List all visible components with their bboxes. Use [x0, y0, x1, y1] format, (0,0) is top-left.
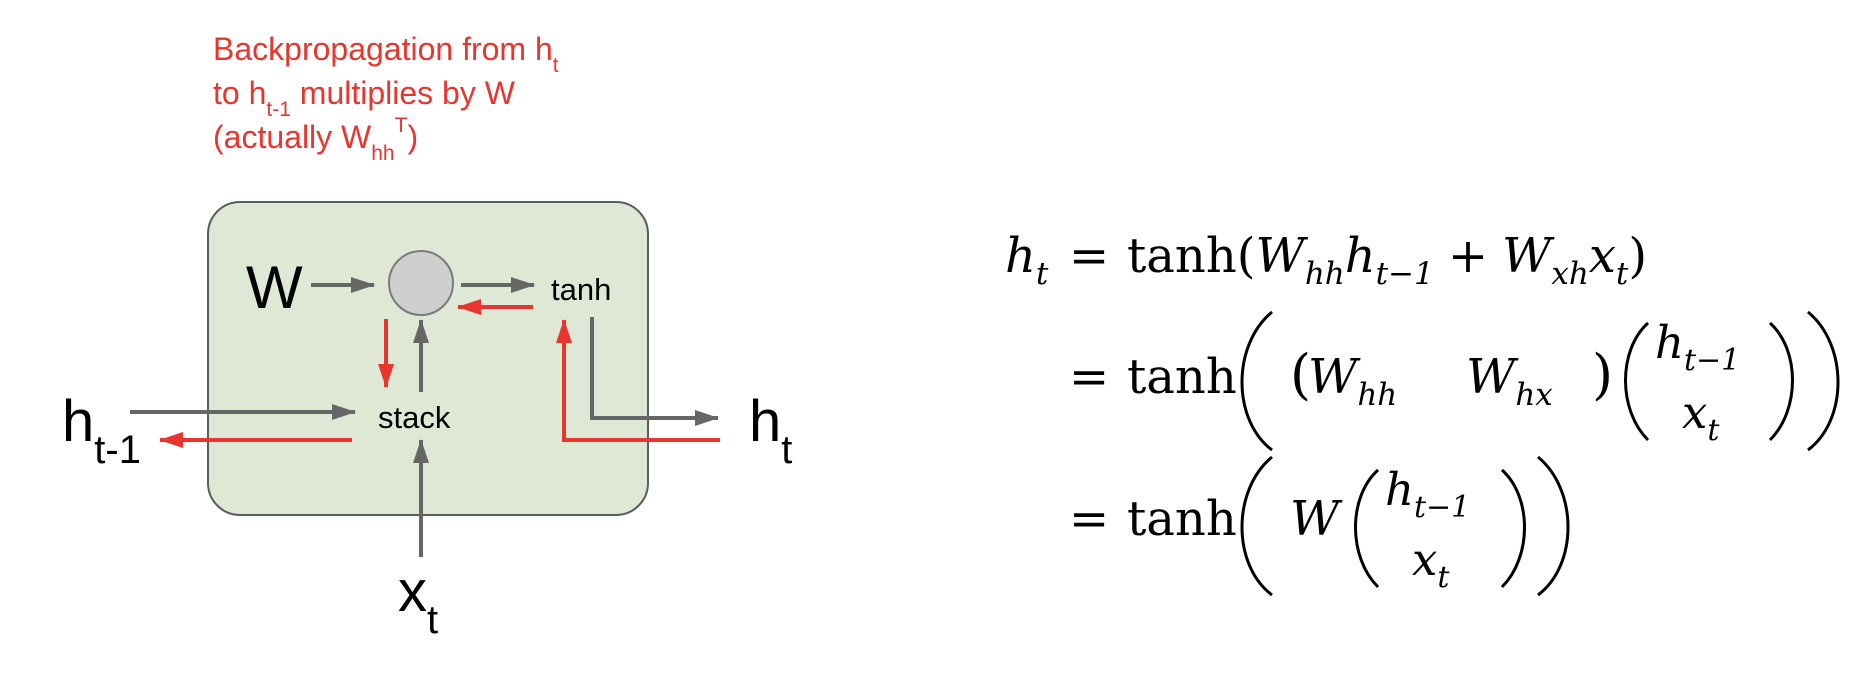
eq2-big-paren-left — [1240, 310, 1273, 452]
eq3-w: W — [1290, 491, 1343, 547]
eq1-rhs: tanh(Whhht−1+Wxhxt) — [1127, 228, 1647, 292]
eq3-vector-paren-left — [1354, 468, 1380, 589]
arrow-tanh-to-ht — [590, 317, 719, 426]
annotation-line-2: to ht-1 multiplies by W — [213, 75, 516, 121]
eq2-vector-bottom: xt — [1682, 386, 1720, 448]
equation-line-1: ht = tanh(Whhht−1+Wxhxt) — [1005, 228, 1647, 292]
eq2-whh: Whh — [1308, 349, 1397, 413]
h-prev-label: ht-1 — [62, 389, 141, 472]
h-t-label: ht — [749, 389, 792, 472]
eq1-equals: = — [1069, 228, 1109, 284]
stack-label: stack — [378, 400, 451, 435]
eq3-tanh: tanh — [1127, 491, 1237, 547]
eq3-big-paren-left — [1240, 455, 1273, 597]
eq2-vector-paren-left — [1624, 321, 1650, 442]
backprop-annotation: Backpropagation from ht to ht-1 multipli… — [213, 31, 559, 165]
eq2-vector-top: ht−1 — [1655, 316, 1740, 378]
eq3-vector-paren-right — [1500, 468, 1526, 589]
eq1-lhs: ht — [1005, 228, 1049, 292]
eq2-tanh: tanh — [1127, 349, 1237, 405]
eq2-whx: Whx — [1466, 349, 1553, 413]
annotation-line-3: (actually WhhT) — [213, 114, 418, 165]
cell-box — [207, 201, 649, 516]
eq3-vector-bottom: xt — [1412, 533, 1450, 595]
backprop-arrow-ht-to-tanh — [556, 319, 720, 442]
eq2-paren-open: ( — [1290, 343, 1311, 406]
equation-line-3: = tanh W ht−1 xt — [1069, 455, 1570, 597]
eq2-equals: = — [1069, 349, 1109, 405]
annotation-line-1: Backpropagation from ht — [213, 31, 559, 77]
tanh-label: tanh — [551, 272, 611, 307]
rnn-cell: W tanh stack ht-1 ht xt — [62, 201, 792, 642]
multiply-node — [388, 250, 454, 316]
x-t-label: xt — [398, 559, 438, 642]
w-label: W — [246, 254, 303, 321]
eq3-big-paren-right — [1537, 455, 1570, 597]
eq2-vector-paren-right — [1768, 321, 1794, 442]
equations: ht = tanh(Whhht−1+Wxhxt) = tanh ( Whh Wh… — [1005, 228, 1840, 597]
eq2-big-paren-right — [1807, 310, 1840, 452]
equation-line-2: = tanh ( Whh Whx ) ht−1 xt — [1069, 310, 1840, 452]
eq3-vector-top: ht−1 — [1385, 463, 1470, 525]
eq2-paren-close: ) — [1592, 343, 1613, 406]
eq3-equals: = — [1069, 491, 1109, 547]
